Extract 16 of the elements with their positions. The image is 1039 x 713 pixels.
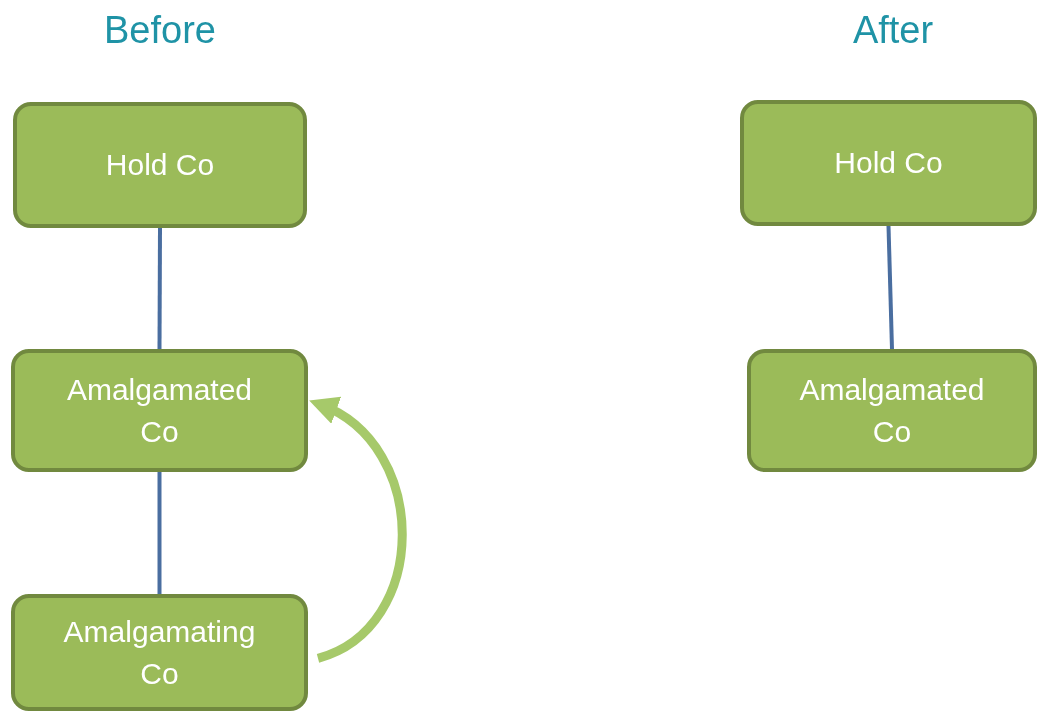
column-heading: After bbox=[851, 8, 935, 52]
company-name: Hold Co bbox=[105, 147, 215, 183]
company-box bbox=[747, 349, 1037, 472]
company-box bbox=[11, 594, 308, 711]
company-box bbox=[11, 349, 308, 472]
connector-line bbox=[157, 228, 162, 349]
column-heading: Before bbox=[103, 8, 217, 52]
company-name: Hold Co bbox=[834, 145, 943, 181]
company-name: Amalgamated Co bbox=[798, 371, 986, 450]
connector-line bbox=[886, 225, 894, 350]
company-name: Amalgamating Co bbox=[62, 613, 257, 692]
company-box bbox=[740, 100, 1037, 226]
connector-line bbox=[157, 472, 162, 594]
curved-arrow bbox=[309, 399, 407, 663]
company-box bbox=[13, 102, 307, 228]
company-name: Amalgamated Co bbox=[65, 371, 254, 450]
